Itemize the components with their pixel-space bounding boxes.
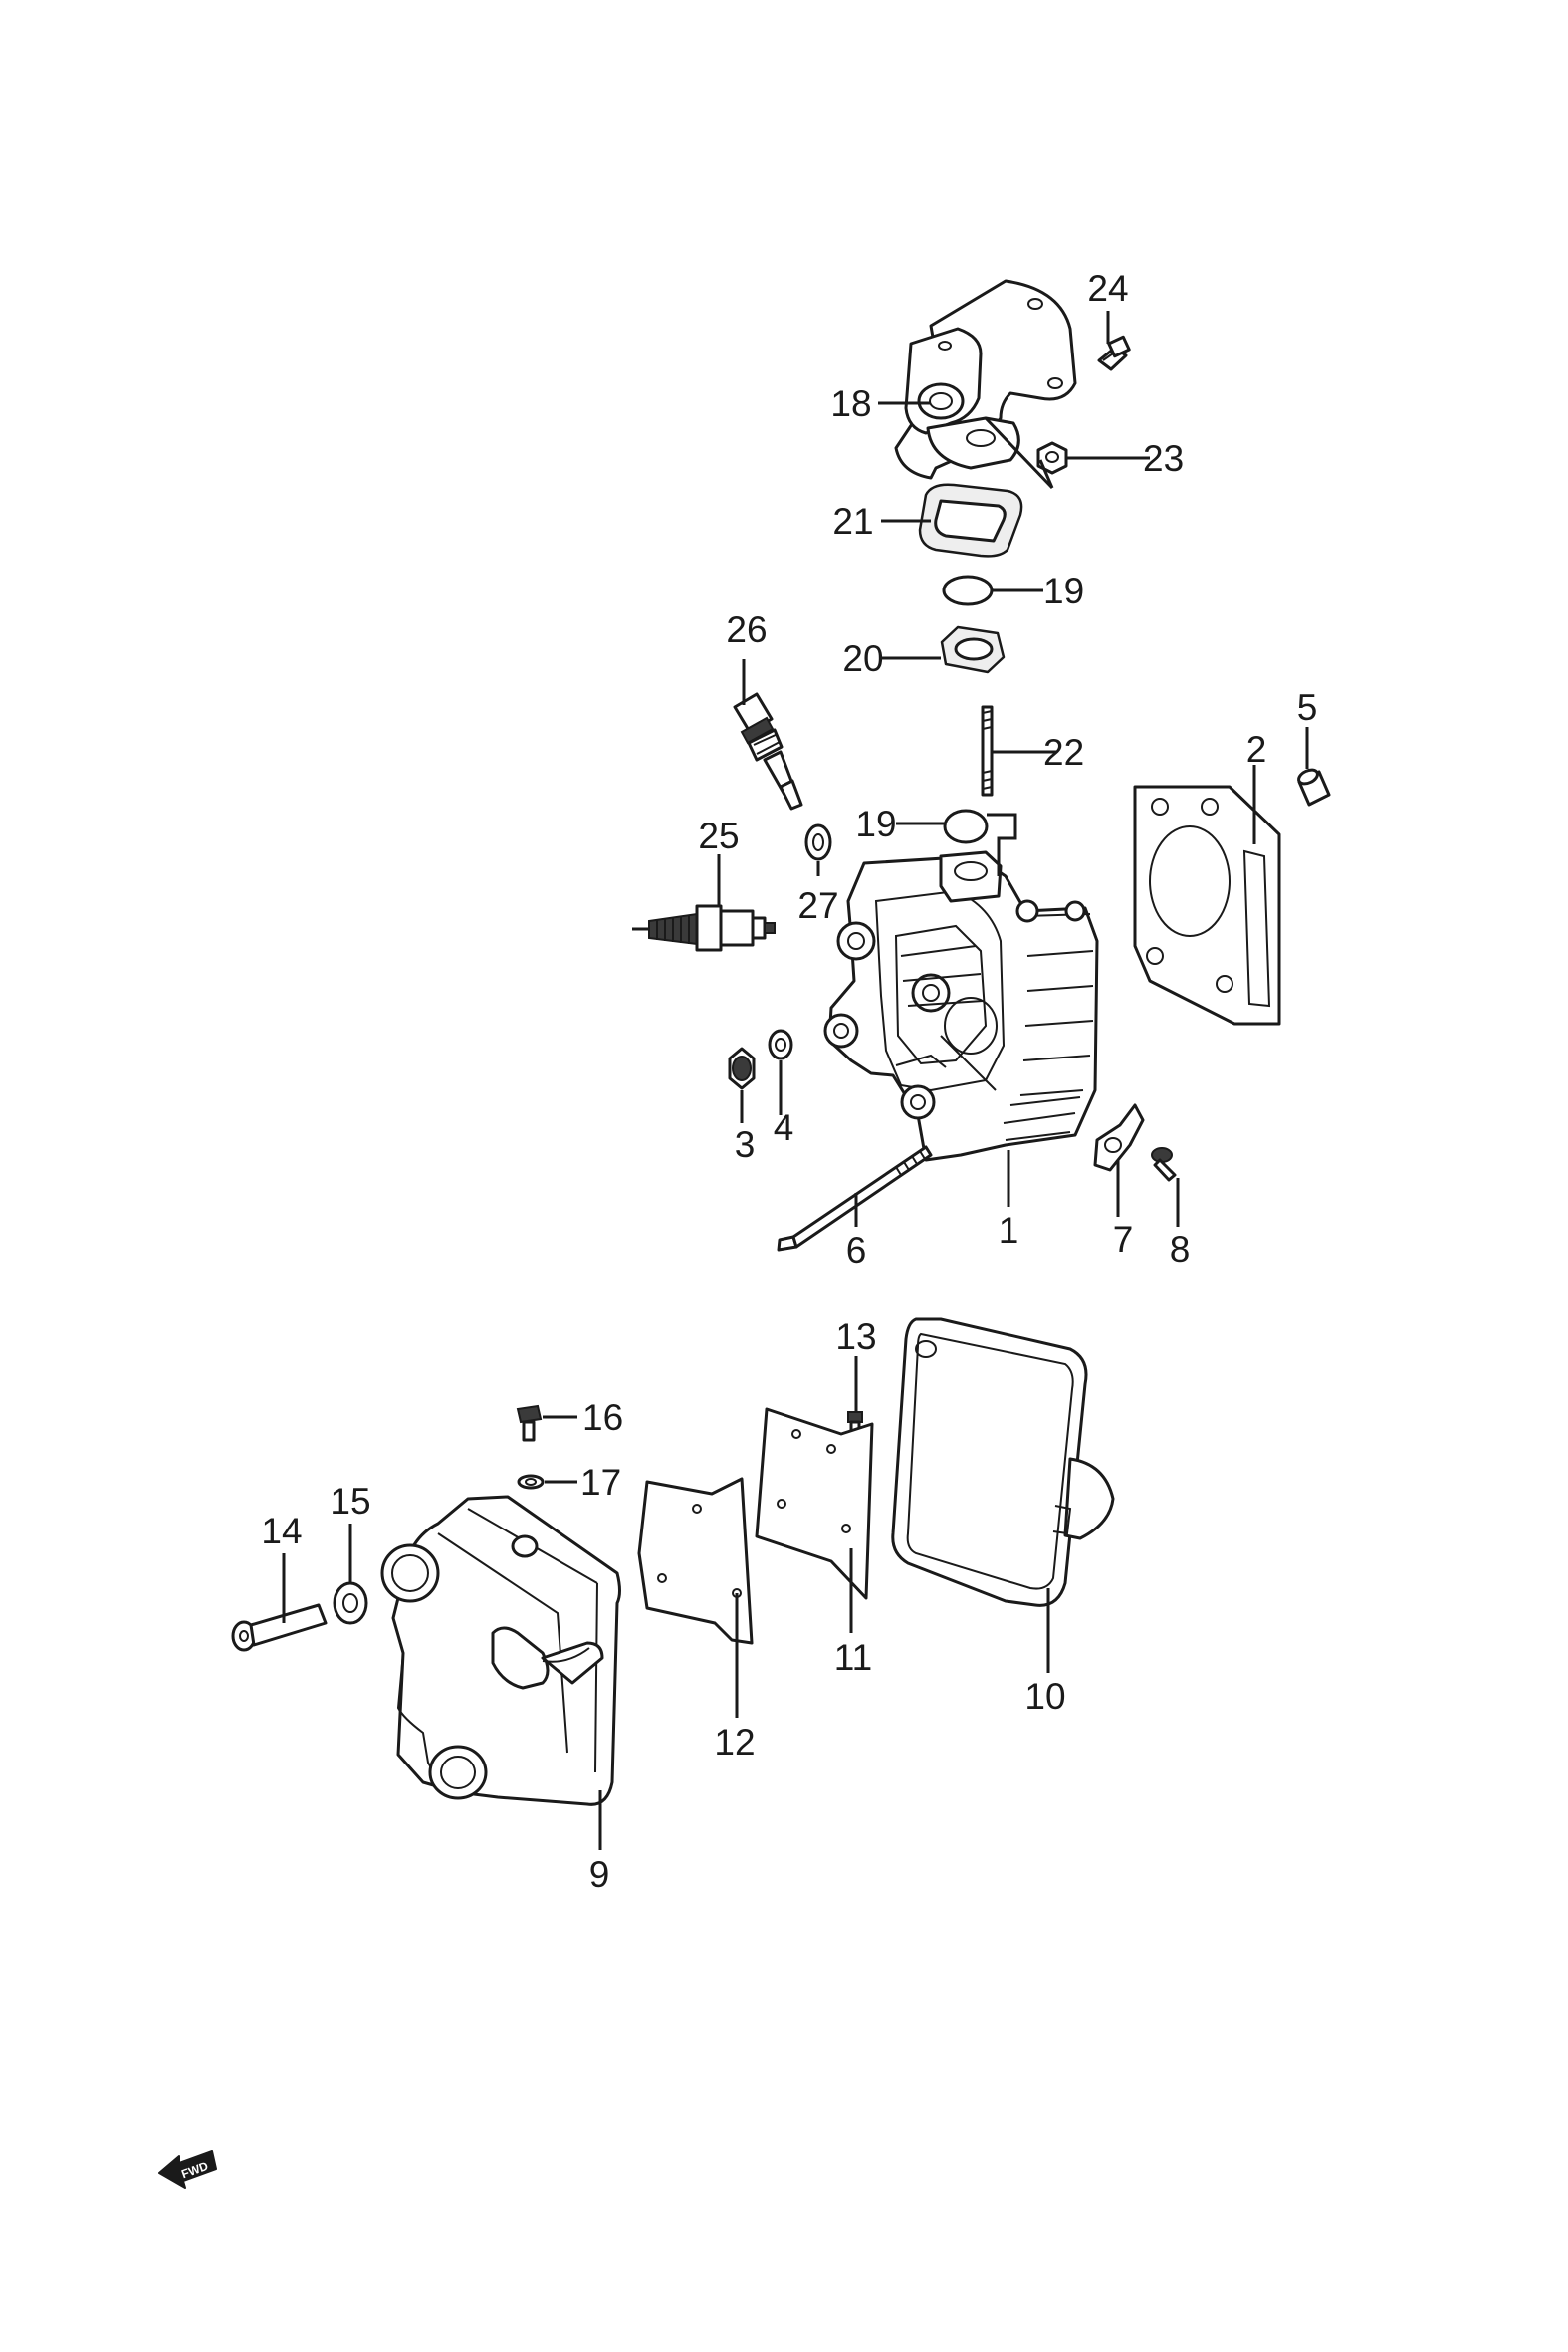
- part-washer-27: [804, 823, 832, 861]
- forward-arrow-icon: FWD: [158, 2150, 217, 2189]
- part-stud-22: [981, 705, 994, 797]
- callout-19-lower: 19: [855, 804, 896, 844]
- callout-15: 15: [330, 1481, 370, 1522]
- callout-13: 13: [835, 1316, 876, 1357]
- part-bolt-16: [516, 1404, 543, 1442]
- callout-23: 23: [1143, 438, 1184, 479]
- leader-lines: [282, 311, 1309, 1850]
- part-washer-4: [768, 1029, 793, 1060]
- part-intake-manifold: [894, 279, 1077, 480]
- part-head-cover-9: [380, 1495, 621, 1806]
- callout-17: 17: [580, 1462, 621, 1503]
- part-cylinder-head-1: [823, 850, 1099, 1162]
- callout-16: 16: [582, 1397, 623, 1438]
- part-plate-12: [637, 1477, 754, 1645]
- callout-1: 1: [999, 1210, 1019, 1251]
- callout-2: 2: [1246, 729, 1267, 770]
- callout-22: 22: [1043, 732, 1084, 773]
- callout-6: 6: [846, 1230, 867, 1271]
- callout-11: 11: [834, 1637, 872, 1678]
- part-flange-gasket-20: [940, 625, 1006, 674]
- callout-3: 3: [735, 1124, 756, 1165]
- part-bolt-3: [728, 1047, 756, 1090]
- callout-24: 24: [1087, 268, 1128, 309]
- callout-4: 4: [774, 1107, 794, 1148]
- part-screw-8: [1151, 1147, 1177, 1182]
- part-head-gasket-2: [1133, 785, 1281, 1026]
- part-washer-17: [517, 1474, 545, 1490]
- callout-5: 5: [1297, 687, 1318, 728]
- callout-10: 10: [1024, 1676, 1065, 1717]
- callout-25: 25: [698, 816, 739, 856]
- callout-21: 21: [832, 501, 873, 542]
- part-bolt-24: [1097, 335, 1131, 371]
- part-cover-gasket-10: [891, 1317, 1115, 1607]
- callout-9: 9: [589, 1854, 610, 1895]
- callout-labels: 24 18 23 21 19 20 26 5 2 22 19 25 27 3 4…: [261, 268, 1317, 1895]
- callout-18: 18: [830, 383, 871, 424]
- callout-14: 14: [261, 1511, 302, 1551]
- part-o-ring-19-upper: [942, 575, 994, 606]
- callout-27: 27: [797, 885, 838, 926]
- callout-19-upper: 19: [1043, 571, 1084, 611]
- callout-7: 7: [1113, 1219, 1134, 1260]
- part-spark-plug-25: [632, 904, 776, 952]
- callout-12: 12: [714, 1722, 755, 1763]
- part-washer-15: [333, 1581, 368, 1625]
- part-long-bolt-6: [777, 1145, 933, 1252]
- part-plate-11: [755, 1407, 874, 1600]
- part-temp-sensor-26: [733, 692, 803, 811]
- part-bolt-14: [231, 1603, 328, 1652]
- part-insulator-21: [918, 483, 1023, 558]
- part-dowel-pin-5: [1297, 768, 1331, 807]
- part-guide-plate-7: [1093, 1103, 1145, 1172]
- part-nut-23: [1036, 441, 1068, 475]
- callout-26: 26: [726, 609, 767, 650]
- callout-8: 8: [1170, 1229, 1191, 1270]
- callout-20: 20: [842, 638, 883, 679]
